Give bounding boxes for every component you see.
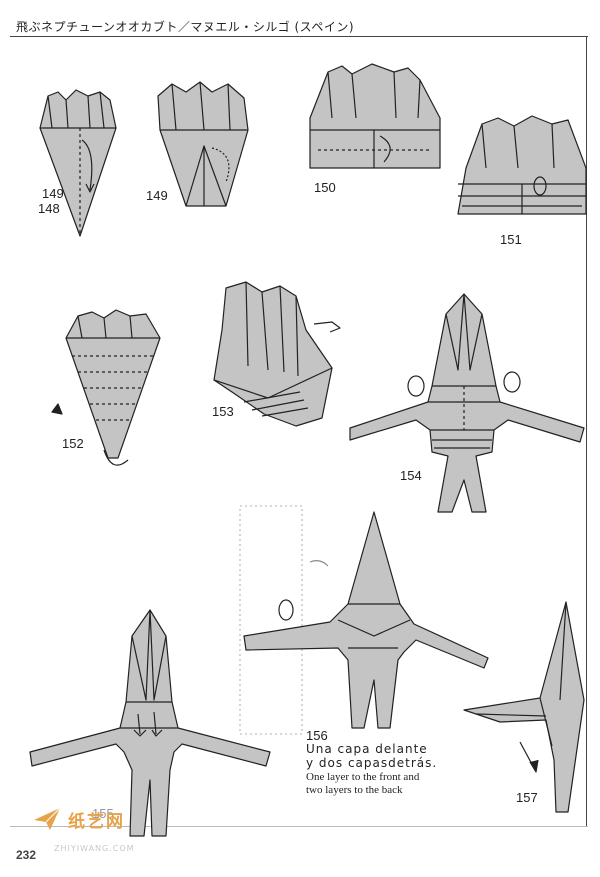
watermark: 纸艺网 ZHIYIWANG.COM [32, 806, 134, 853]
page-number: 232 [16, 848, 37, 862]
diagram-step-148 [39, 89, 117, 237]
diagram-step-156 [239, 505, 489, 735]
step-label-154: 154 [400, 468, 422, 483]
step-label-153: 153 [212, 404, 234, 419]
diagram-step-153 [213, 281, 341, 427]
diagram-step-154 [349, 293, 585, 513]
step-label-157: 157 [516, 790, 538, 805]
header-rule [10, 36, 588, 37]
step-label-155: 155 [92, 806, 114, 821]
step-label-149b: 149 [146, 188, 168, 203]
diagram-step-157 [463, 601, 585, 813]
page-header-title: 飛ぶネプチューンオオカブト／マヌエル・シルゴ (スペイン) [16, 20, 355, 34]
diagram-step-150 [309, 63, 441, 169]
step-label-149a: 149 [42, 186, 64, 201]
diagram-step-151 [457, 115, 587, 215]
watermark-url: ZHIYIWANG.COM [54, 844, 135, 853]
caption-en-line-2: two layers to the back [306, 784, 403, 796]
diagram-step-155 [29, 609, 271, 837]
diagram-step-152 [51, 309, 161, 466]
frame-right-rule [586, 36, 587, 826]
step-label-148: 148 [38, 201, 60, 216]
step-label-151: 151 [500, 232, 522, 247]
step-156-caption: Una capa delante y dos capasdetrás. One … [306, 742, 446, 796]
step-label-152: 152 [62, 436, 84, 451]
caption-en-line-1: One layer to the front and [306, 771, 420, 783]
step-label-150: 150 [314, 180, 336, 195]
frame-bottom-rule [10, 826, 588, 827]
caption-es-line-2: y dos capasdetrás. [306, 756, 438, 770]
caption-es-line-1: Una capa delante [306, 742, 428, 756]
watermark-text: 纸艺网 [68, 811, 125, 832]
paper-plane-icon [34, 807, 61, 830]
diagram-step-149 [157, 81, 249, 207]
step-label-156: 156 [306, 728, 328, 743]
